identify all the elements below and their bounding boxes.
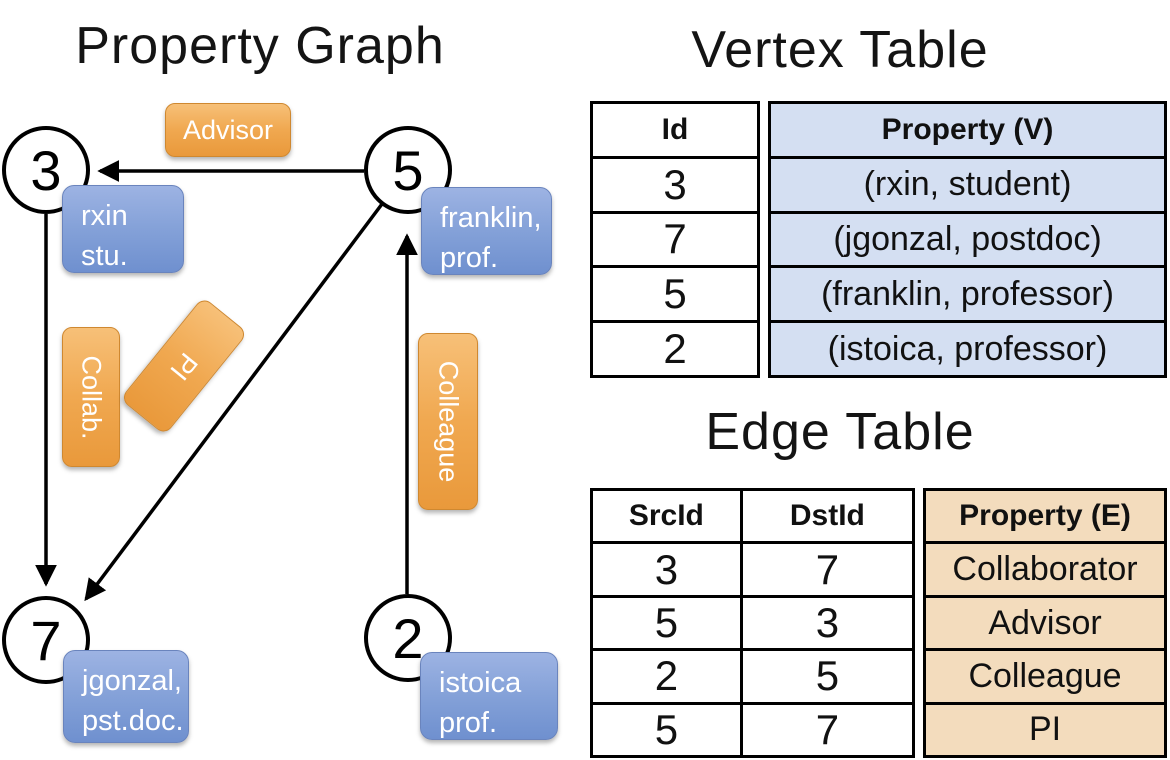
table-row: (istoica, professor) [771,320,1164,375]
vertex-prop-box-jgonzal: jgonzal, pst.doc. [63,650,189,743]
edge-src-cell: 3 [654,545,679,593]
vertex-prop-box-franklin: franklin, prof. [421,187,552,275]
edge-dst-cell: 7 [739,544,912,595]
graph-node-5: 5 [364,126,452,214]
table-row: 3 7 [593,541,912,595]
edge-label-advisor: Advisor [165,103,291,157]
table-row: PI [926,701,1164,756]
table-row: (jgonzal, postdoc) [771,210,1164,266]
edge-label-collab-text: Collab. [76,354,107,440]
vertex-id-cell: 3 [663,160,687,208]
property-graph-title: Property Graph [75,17,445,75]
edge-label-collab: Collab. [62,327,120,467]
edge-label-colleague-text: Colleague [433,360,464,483]
vertex-property-cell: (rxin, student) [771,158,1164,211]
vertex-id-cell: 2 [663,325,687,373]
edge-dst-cell: 7 [739,704,912,756]
vertex-prop-box-rxin: rxin stu. [62,185,184,273]
edge-property-cell: Collaborator [926,544,1164,595]
edge-label-pi-text: PI [164,346,205,386]
table-row: Advisor [926,594,1164,649]
table-row: 2 [593,320,757,375]
vertex-prop-istoica-line1: istoica [439,667,522,699]
vertex-prop-rxin-line2: stu. [81,240,128,273]
edge-dst-cell: 5 [739,651,912,702]
node-5-id: 5 [392,138,424,202]
vertex-table-id-column: Id 3 7 5 2 [590,101,760,378]
table-row: 2 5 [593,648,912,702]
graph-node-3: 3 [2,126,90,214]
edge-label-pi: PI [119,296,249,436]
edge-label-advisor-text: Advisor [182,114,274,145]
table-row: (franklin, professor) [771,265,1164,321]
edge-property-cell: Colleague [926,651,1164,702]
vertex-property-cell: (franklin, professor) [771,268,1164,321]
edge-src-cell: 5 [654,599,679,647]
edge-table-title: Edge Table [705,403,975,461]
vertex-prop-franklin-line2: prof. [440,242,499,275]
edge-table-id-columns: SrcId DstId 3 7 5 3 2 5 5 7 [590,488,915,758]
table-row: 3 [593,155,757,211]
node-2-id: 2 [392,606,424,670]
vertex-property-cell: (istoica, professor) [771,323,1164,375]
vertex-table-title: Vertex Table [691,21,989,79]
vertex-id-cell: 7 [663,215,687,263]
vertex-id-cell: 5 [663,270,687,318]
table-row: 5 [593,265,757,320]
vertex-table-property-column: Property (V) (rxin, student) (jgonzal, p… [768,101,1167,378]
vertex-prop-rxin-line1: rxin [81,200,128,232]
node-3-id: 3 [30,138,62,202]
table-row: Colleague [926,648,1164,702]
vertex-table-header-id: Id [661,112,689,146]
table-row: 5 3 [593,594,912,649]
vertex-prop-istoica-line2: prof. [439,707,498,740]
edge-table-property-column: Property (E) Collaborator Advisor Collea… [923,488,1167,758]
vertex-table-header-property: Property (V) [771,104,1164,156]
edge-table-header-dstid: DstId [739,491,912,542]
edge-src-cell: 5 [654,705,679,753]
edge-property-cell: PI [926,704,1164,756]
vertex-prop-jgonzal-line1: jgonzal, [82,665,182,697]
edge-dst-cell: 3 [739,597,912,649]
edge-table-header-srcid: SrcId [628,499,704,533]
edge-label-colleague: Colleague [418,333,478,510]
vertex-property-cell: (jgonzal, postdoc) [771,213,1164,266]
node-7-id: 7 [30,608,62,672]
edge-property-cell: Advisor [926,597,1164,649]
table-row: Collaborator [926,541,1164,595]
vertex-prop-box-istoica: istoica prof. [420,652,558,740]
edge-src-cell: 2 [654,652,679,700]
edge-table-header-property: Property (E) [926,491,1164,542]
vertex-prop-franklin-line1: franklin, [440,202,542,234]
vertex-prop-jgonzal-line2: pst.doc. [82,705,184,738]
table-row: 7 [593,210,757,266]
table-row: 5 7 [593,701,912,756]
table-row: (rxin, student) [771,155,1164,211]
